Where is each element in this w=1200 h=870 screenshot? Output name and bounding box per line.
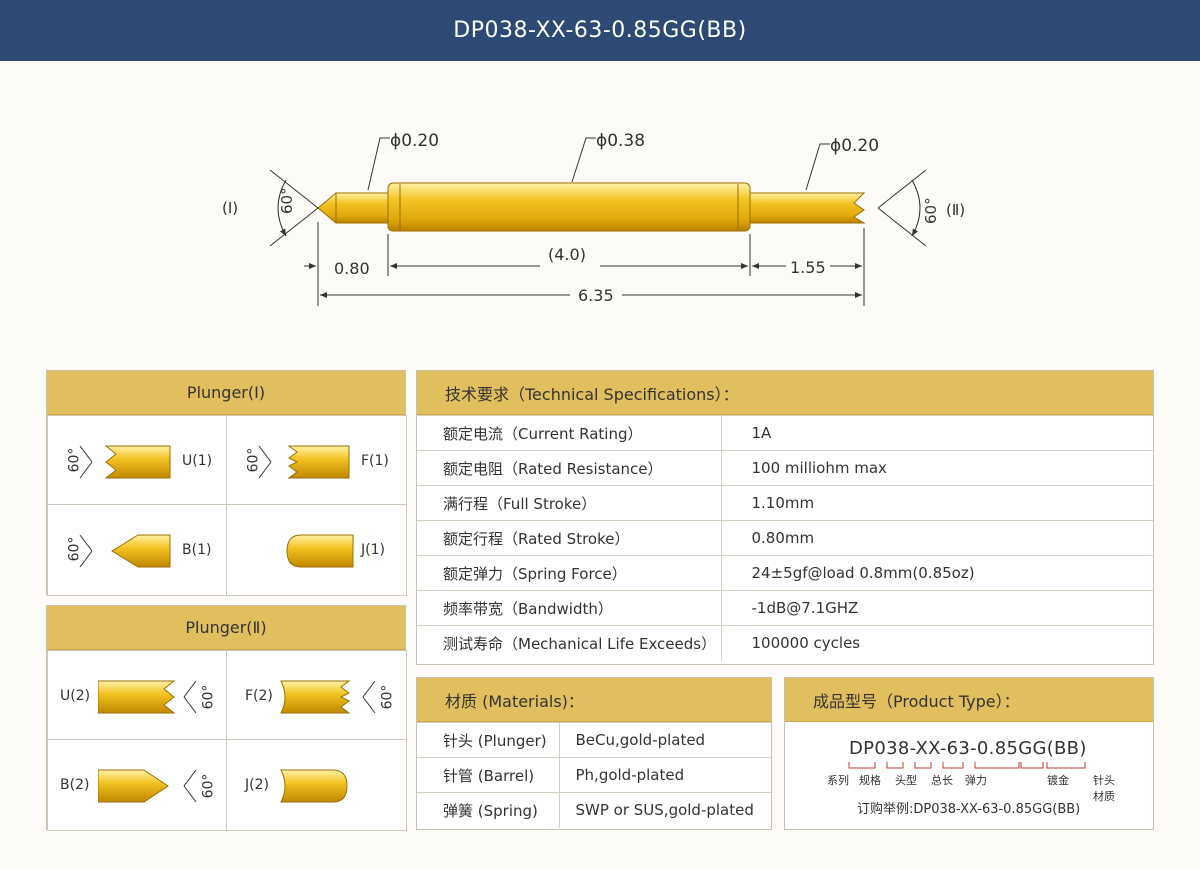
tip-u2-label: U(2): [60, 688, 91, 704]
materials-panel: 材质 (Materials)： 针头 (Plunger)BeCu,gold-pl…: [416, 677, 772, 830]
spec-value: 1.10mm: [721, 485, 1153, 521]
tip-b1-icon: [79, 534, 171, 568]
tip-f2-icon: [280, 680, 376, 714]
dia-right-label: ϕ0.20: [830, 136, 879, 156]
tip-j2-label: J(2): [245, 777, 269, 793]
angle-right-label: 60°: [922, 197, 940, 224]
spec-row: 额定弹力（Spring Force）24±5gf@load 0.8mm(0.85…: [417, 555, 1153, 591]
tip-b1-label: B(1): [182, 542, 212, 558]
product-type-title: 成品型号（Product Type）：: [785, 678, 1153, 722]
tip-u1-icon: [79, 445, 171, 479]
dia-left-label: ϕ0.20: [390, 131, 439, 151]
spec-value: 100 milliohm max: [721, 450, 1153, 486]
plunger-2-panel: Plunger(Ⅱ) U(2) 60° F(2) 60° B(2) 60° J(…: [46, 605, 407, 831]
product-parts-row: 系列规格 头型 总长弹力 镀金 针头材质: [825, 772, 1125, 803]
tip-j2-icon: [280, 769, 348, 803]
product-type-panel: 成品型号（Product Type）： DP038-XX-63-0.85GG(B…: [784, 677, 1154, 830]
spec-value: 1A: [721, 415, 1153, 451]
product-type-breakdown: DP038-XX-63-0.85GG(BB) 系列规格头型总长弹力镀金针头材质 …: [785, 722, 1153, 828]
tip-j2-cell: J(2): [226, 739, 407, 831]
spec-value: 100000 cycles: [721, 625, 1153, 661]
spec-key: 额定电阻（Rated Resistance）: [417, 450, 722, 486]
spec-value: 0.80mm: [721, 520, 1153, 556]
product-part-label: 系列: [827, 774, 849, 787]
product-part-label: 针头材质: [1093, 774, 1115, 803]
tip-u1-angle: 60°: [66, 447, 83, 473]
tip-b2-cell: B(2) 60°: [47, 739, 227, 831]
spec-row: 额定行程（Rated Stroke）0.80mm: [417, 520, 1153, 556]
product-part-label: 镀金: [1047, 774, 1069, 787]
material-row: 弹簧 (Spring)SWP or SUS,gold-plated: [417, 792, 771, 828]
product-part-label: 总长: [931, 774, 953, 787]
tip-f2-label: F(2): [245, 688, 273, 704]
dia-mid-label: ϕ0.38: [596, 131, 645, 151]
spec-key: 额定电流（Current Rating）: [417, 415, 722, 451]
spec-value: 24±5gf@load 0.8mm(0.85oz): [721, 555, 1153, 591]
tip-f1-label: F(1): [361, 453, 389, 469]
page-header: DP038-XX-63-0.85GG(BB): [0, 0, 1200, 61]
product-model: DP038-XX-63-0.85GG(BB): [849, 738, 1087, 759]
spec-key: 频率带宽（Bandwidth）: [417, 590, 722, 626]
spec-row: 额定电阻（Rated Resistance）100 milliohm max: [417, 450, 1153, 486]
tip-f1-angle: 60°: [245, 447, 262, 473]
len-mid-label: (4.0): [548, 245, 586, 264]
plunger-2-title: Plunger(Ⅱ): [47, 606, 405, 650]
material-row: 针头 (Plunger)BeCu,gold-plated: [417, 722, 771, 758]
tip-f2-cell: F(2) 60°: [226, 650, 407, 740]
material-value: Ph,gold-plated: [559, 757, 771, 793]
materials-title: 材质 (Materials)：: [417, 678, 771, 722]
spec-row: 额定电流（Current Rating）1A: [417, 415, 1153, 451]
len-right-label: 1.55: [790, 258, 826, 277]
material-row: 针管 (Barrel)Ph,gold-plated: [417, 757, 771, 793]
order-example: 订购举例:DP038-XX-63-0.85GG(BB): [857, 802, 1081, 817]
spec-row: 满行程（Full Stroke）1.10mm: [417, 485, 1153, 521]
tip-b2-label: B(2): [60, 777, 90, 793]
material-key: 弹簧 (Spring): [417, 792, 560, 828]
model-brace-lines: [848, 762, 1086, 769]
tip-u2-angle: 60°: [200, 684, 217, 710]
spec-key: 额定行程（Rated Stroke）: [417, 520, 722, 556]
tip-f2-angle: 60°: [379, 684, 396, 710]
len-left-label: 0.80: [334, 259, 370, 278]
product-part-label: 规格: [859, 774, 881, 787]
tip-j1-icon: [286, 534, 354, 568]
tip-f1-icon: [258, 445, 350, 479]
end-left-label: (Ⅰ): [222, 199, 238, 217]
spec-row: 频率带宽（Bandwidth）-1dB@7.1GHZ: [417, 590, 1153, 626]
tip-j1-label: J(1): [361, 542, 385, 558]
spec-key: 额定弹力（Spring Force）: [417, 555, 722, 591]
tip-u1-label: U(1): [182, 453, 213, 469]
tip-b2-angle: 60°: [200, 773, 217, 799]
spec-key: 满行程（Full Stroke）: [417, 485, 722, 521]
angle-left-label: 60°: [278, 187, 296, 214]
tip-j1-cell: J(1): [226, 504, 407, 596]
page-title: DP038-XX-63-0.85GG(BB): [453, 18, 747, 43]
material-key: 针头 (Plunger): [417, 722, 560, 758]
product-part-label: 头型: [895, 774, 917, 787]
tip-u2-icon: [98, 680, 197, 714]
specs-title: 技术要求（Technical Specifications）：: [417, 371, 1153, 415]
material-value: SWP or SUS,gold-plated: [559, 792, 771, 828]
tip-b2-icon: [98, 769, 197, 803]
tip-u1-cell: 60° U(1): [47, 415, 227, 505]
material-key: 针管 (Barrel): [417, 757, 560, 793]
tip-f1-cell: 60° F(1): [226, 415, 407, 505]
plunger-1-title: Plunger(Ⅰ): [47, 371, 405, 415]
spec-value: -1dB@7.1GHZ: [721, 590, 1153, 626]
spec-row: 测试寿命（Mechanical Life Exceeds）100000 cycl…: [417, 625, 1153, 661]
tip-b1-cell: 60° B(1): [47, 504, 227, 596]
tip-b1-angle: 60°: [66, 536, 83, 562]
len-total-label: 6.35: [578, 286, 614, 305]
product-part-label: 弹力: [965, 774, 987, 787]
end-right-label: (Ⅱ): [946, 201, 965, 219]
plunger-1-panel: Plunger(Ⅰ) 60° U(1) 60° F(1) 60° B(1) J(…: [46, 370, 407, 596]
material-value: BeCu,gold-plated: [559, 722, 771, 758]
tip-u2-cell: U(2) 60°: [47, 650, 227, 740]
spec-key: 测试寿命（Mechanical Life Exceeds）: [417, 625, 722, 661]
pin-dimension-drawing: 60° (Ⅰ) 60° (Ⅱ) ϕ0.20 ϕ0.38 ϕ0.20 0.80 (…: [222, 131, 965, 306]
specs-panel: 技术要求（Technical Specifications）： 额定电流（Cur…: [416, 370, 1154, 665]
